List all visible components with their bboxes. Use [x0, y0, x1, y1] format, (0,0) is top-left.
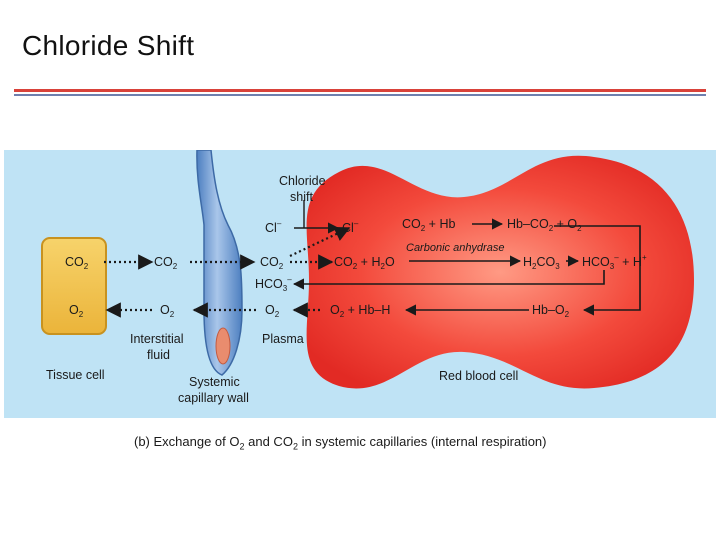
reaction-carbonic-acid: H2CO3	[523, 255, 560, 271]
capillary-red-cell	[216, 328, 230, 364]
plasma-hco3: HCO3–	[255, 275, 292, 293]
chloride-shift-label-line2: shift	[290, 190, 313, 204]
chloride-shift-label-line1: Chloride	[279, 174, 326, 188]
chloride-shift-diagram: Chloride shift CO2 O2 CO2 O2 Cl– CO2 HCO…	[4, 150, 716, 418]
reaction-oxyhemoglobin: Hb–O2	[532, 303, 570, 319]
label-red-blood-cell: Red blood cell	[439, 369, 518, 383]
red-blood-cell	[307, 156, 694, 389]
reaction-hb-binding: CO2 + Hb	[402, 217, 455, 233]
label-interstitial-line2: fluid	[147, 348, 170, 362]
tissue-cell	[42, 238, 106, 334]
reaction-hb-product: Hb–CO2 + O2	[507, 217, 582, 233]
title-rule-blue	[14, 94, 706, 96]
label-tissue-cell: Tissue cell	[46, 368, 105, 382]
reaction-co2-water: CO2 + H2O	[334, 255, 395, 271]
carbonic-anhydrase-label: Carbonic anhydrase	[406, 242, 504, 254]
slide-title: Chloride Shift	[22, 30, 194, 62]
title-rule-red	[14, 89, 706, 92]
figure-caption: (b) Exchange of O2 and CO2 in systemic c…	[134, 434, 546, 452]
reaction-oxygen-release: O2 + Hb–H	[330, 303, 390, 319]
label-capillary-line2: capillary wall	[178, 391, 249, 405]
label-capillary-line1: Systemic	[189, 375, 240, 389]
label-plasma: Plasma	[262, 332, 304, 346]
label-interstitial-line1: Interstitial	[130, 332, 184, 346]
